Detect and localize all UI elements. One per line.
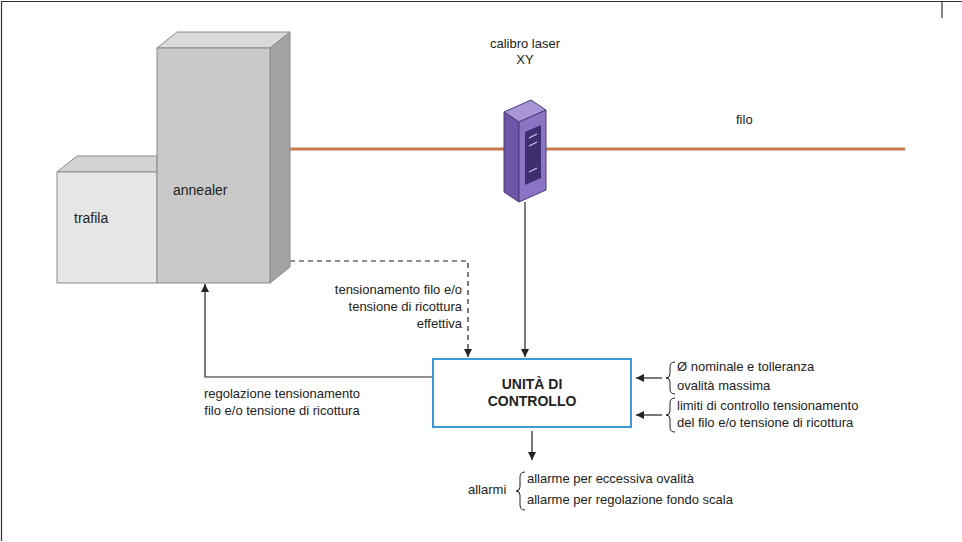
brace <box>666 362 675 394</box>
connector-label: tensionamento filo e/o tensione di ricot… <box>312 282 462 333</box>
measure-arrow <box>524 202 525 357</box>
box-outline <box>157 32 290 283</box>
feedback-arrow <box>290 261 468 357</box>
drawing-machine: trafila <box>57 156 157 283</box>
wire-label: filo <box>736 112 753 129</box>
output-label: allarmi <box>468 482 506 499</box>
wire <box>290 148 504 151</box>
brace <box>516 472 525 510</box>
box-label: trafila <box>74 210 108 228</box>
unit-title: UNITÀ DI CONTROLLO <box>477 376 587 411</box>
alarm-label: allarme per regolazione fondo scala <box>527 492 733 509</box>
input-arrow <box>636 414 662 415</box>
input-arrow <box>636 377 662 378</box>
connector-label: regolazione tensionamento filo e/o tensi… <box>198 386 366 420</box>
control-unit: UNITÀ DI CONTROLLO <box>432 358 632 428</box>
device-label: calibro laser XY <box>488 36 562 69</box>
output-arrow <box>531 431 532 460</box>
brace <box>666 398 675 432</box>
laser-gauge: calibro laser XY <box>488 36 562 202</box>
laser-gauge-body <box>504 98 546 202</box>
box-label: annealer <box>173 182 228 200</box>
annealer-box: annealer <box>157 32 290 283</box>
control-arrow <box>205 284 432 377</box>
input-label: limiti di controllo tensionamento del fi… <box>677 398 870 432</box>
input-label: Ø nominale e tolleranza <box>677 359 814 376</box>
alarm-label: allarme per eccessiva ovalità <box>527 471 694 488</box>
wire <box>546 148 905 151</box>
input-label: ovalità massima <box>677 378 770 395</box>
